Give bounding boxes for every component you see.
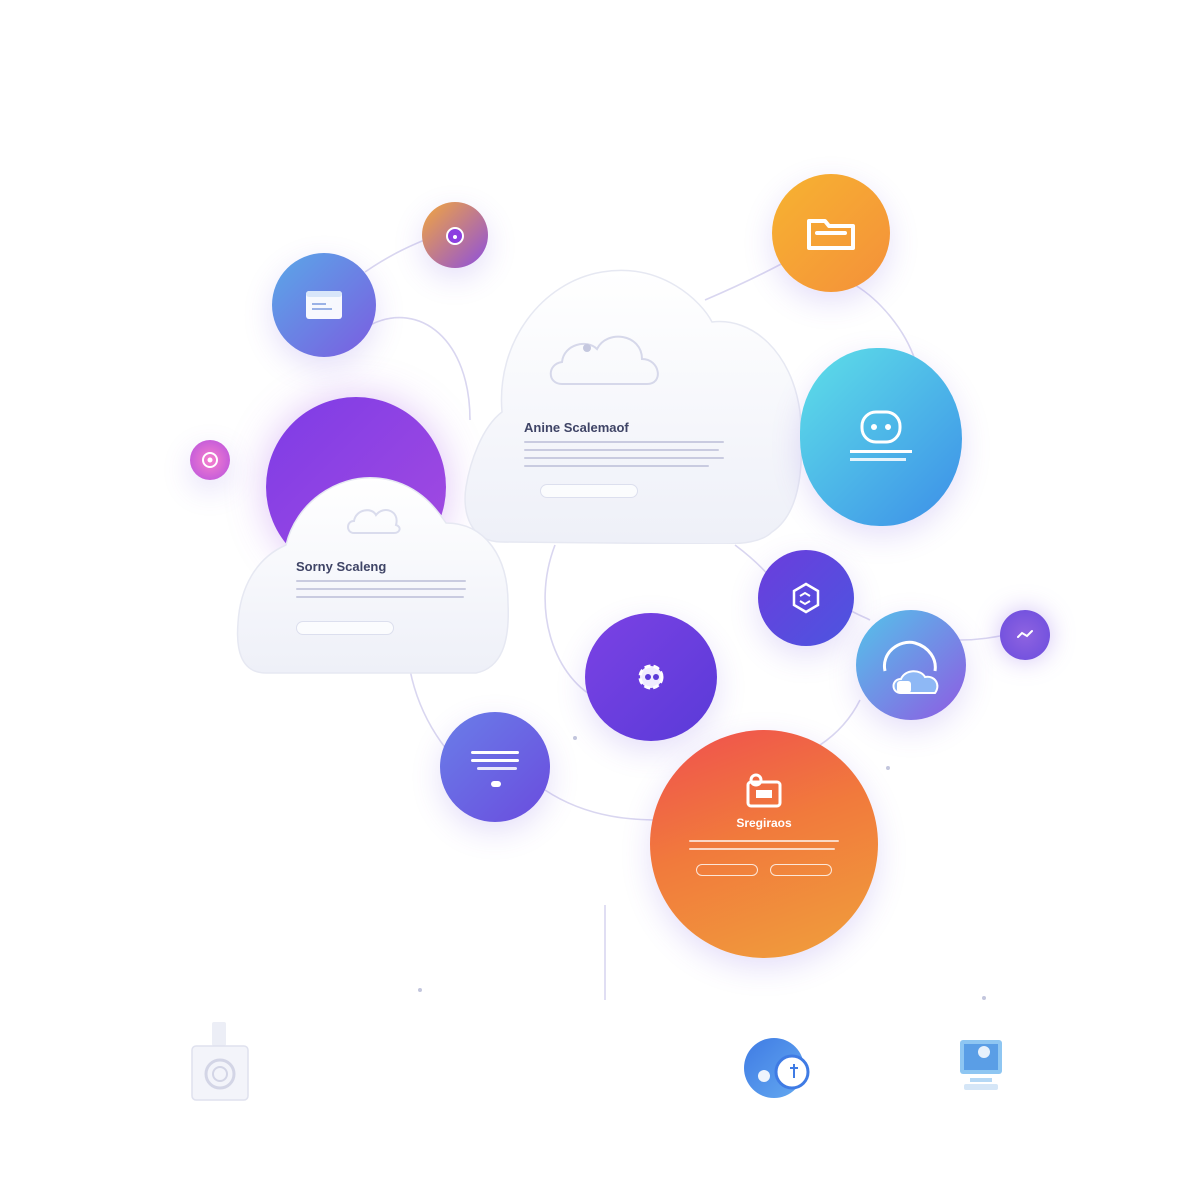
cloud-icon <box>549 335 659 385</box>
hexagon-icon <box>792 582 820 614</box>
monitor-icon[interactable] <box>954 1034 1008 1094</box>
list-node[interactable] <box>440 712 550 822</box>
secondary-card-lines <box>296 580 476 598</box>
list-icon <box>471 751 519 787</box>
globe-icon[interactable] <box>742 1036 816 1100</box>
deco-dot <box>418 988 422 992</box>
deco-dot <box>982 996 986 1000</box>
small-gradient-node[interactable] <box>422 202 488 268</box>
hexagon-node[interactable] <box>758 550 854 646</box>
gear-node[interactable] <box>585 613 717 741</box>
drop-icon <box>446 227 464 245</box>
cloud-icon <box>882 640 939 694</box>
camera-icon[interactable] <box>190 1022 250 1102</box>
secondary-card-title: Sorny Scaleng <box>296 559 387 574</box>
cyan-node[interactable] <box>800 348 962 526</box>
secondary-card-button[interactable] <box>296 621 394 635</box>
gear-icon <box>638 664 664 690</box>
main-cloud-card[interactable]: Anine Scalemaof <box>462 262 802 544</box>
deco-dot <box>886 766 890 770</box>
hero-circle-card[interactable]: Sregiraos <box>650 730 878 958</box>
main-card-button[interactable] <box>540 484 638 498</box>
small-purple-node[interactable] <box>1000 610 1050 660</box>
main-card-title: Anine Scalemaof <box>524 420 629 435</box>
cloud-shape <box>464 269 802 544</box>
check-icon <box>1017 630 1033 638</box>
cloud-node[interactable] <box>856 610 966 720</box>
hero-card-button-secondary[interactable] <box>770 864 832 876</box>
folder-icon <box>807 219 855 250</box>
hero-card-title: Sregiraos <box>736 816 792 830</box>
orange-node[interactable] <box>772 174 890 292</box>
target-icon <box>202 452 218 468</box>
cloud-icon <box>347 509 401 534</box>
hero-card-lines <box>689 834 839 850</box>
browser-node[interactable] <box>272 253 376 357</box>
pink-node[interactable] <box>190 440 230 480</box>
browser-window-icon <box>306 291 342 319</box>
lock-icon <box>746 773 782 808</box>
deco-dot <box>573 736 577 740</box>
main-card-lines <box>524 441 734 467</box>
robot-icon <box>850 410 912 461</box>
hero-card-button-primary[interactable] <box>696 864 758 876</box>
secondary-cloud-card[interactable]: Sorny Scaleng <box>236 473 510 676</box>
